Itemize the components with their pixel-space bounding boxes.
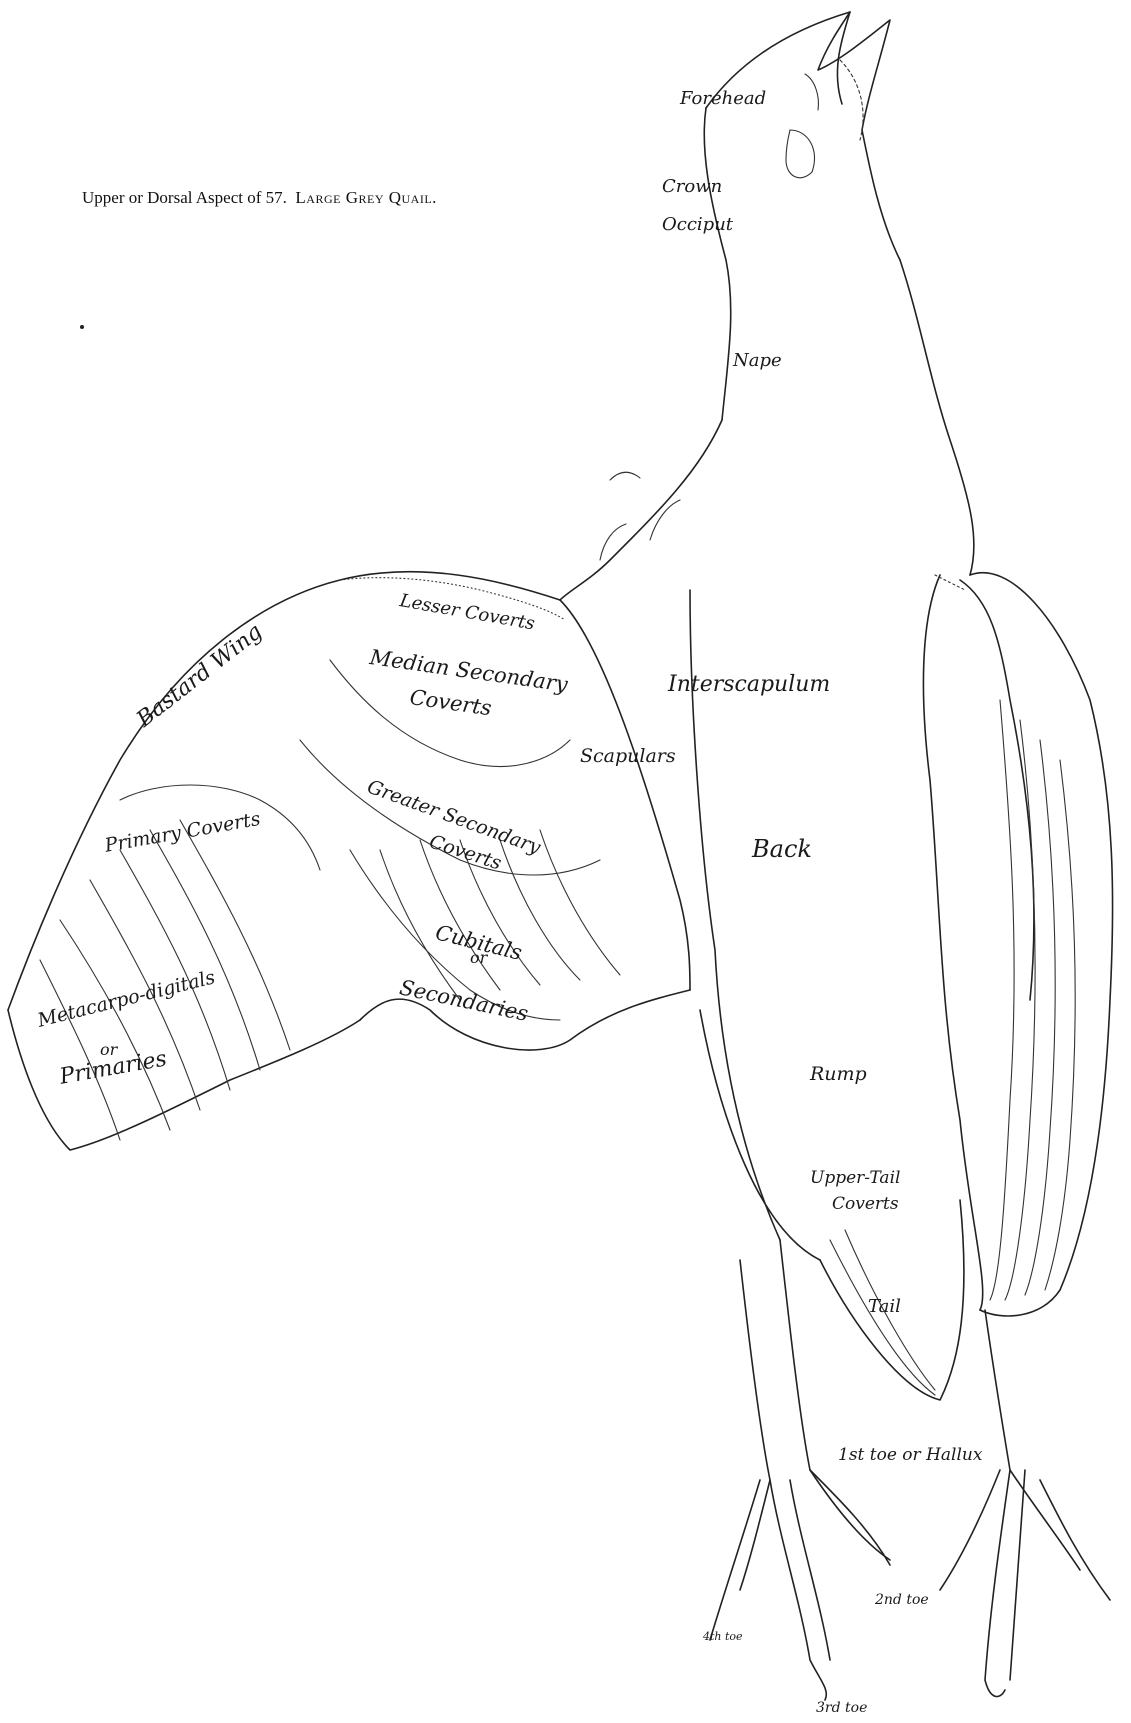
label-scapulars: Scapulars [580,745,676,767]
label-interscapulum: Interscapulum [668,672,830,697]
legs-outline [710,1240,1110,1700]
caption-prefix: Upper or Dorsal Aspect of 57. [82,188,287,207]
label-forehead: Forehead [680,88,766,109]
label-crown: Crown [662,176,722,197]
label-upper-tail-coverts: Coverts [832,1194,899,1214]
label-2nd-toe: 2nd toe [875,1592,929,1608]
label-3rd-toe: 3rd toe [816,1700,867,1716]
label-cubitals-or: or [470,948,487,967]
label-tail: Tail [868,1296,901,1317]
label-occiput: Occiput [662,214,733,235]
label-rump: Rump [810,1063,867,1085]
ink-dot [80,325,84,329]
caption-species: Large Grey Quail. [295,188,437,207]
label-upper-tail: Upper-Tail [810,1168,900,1188]
label-hallux: 1st toe or Hallux [838,1445,982,1465]
body-outline [560,260,1113,1400]
label-nape: Nape [733,350,782,371]
figure-caption: Upper or Dorsal Aspect of 57. Large Grey… [82,188,437,208]
label-4th-toe: 4th toe [703,1630,743,1643]
label-back: Back [752,835,812,863]
